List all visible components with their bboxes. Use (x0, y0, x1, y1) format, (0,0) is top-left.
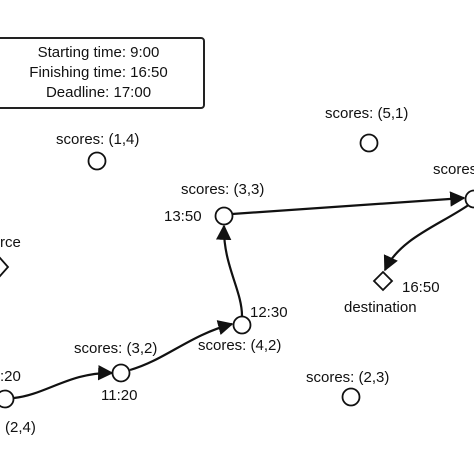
node-start (0, 389, 15, 409)
label-source-partial: rce (0, 234, 21, 251)
label-scores-2-4-partial: (2,4) (5, 419, 36, 436)
node-right (464, 189, 474, 209)
label-scores-2-3: scores: (2,3) (306, 369, 390, 386)
route-edge-right-to-destination (383, 203, 471, 272)
label-time-1650: 16:50 (402, 279, 440, 296)
node-2-3 (341, 387, 361, 407)
route-edge-4-2-to-3-3 (215, 224, 244, 317)
destination-diamond (372, 270, 394, 292)
route-edge-start-to-3-2 (13, 364, 114, 400)
label-scores-1-4: scores: (1,4) (56, 131, 140, 148)
node-5-1 (359, 133, 379, 153)
route-edge-3-2-to-4-2 (129, 320, 234, 372)
label-time-1230: 12:30 (250, 304, 288, 321)
label-scores-3-3: scores: (3,3) (181, 181, 265, 198)
label-scores-3-2: scores: (3,2) (74, 340, 158, 357)
schedule-info-box: Starting time: 9:00 Finishing time: 16:5… (0, 37, 205, 109)
node-3-3 (214, 206, 234, 226)
route-edge-3-3-to-right (231, 191, 466, 216)
node-4-2 (232, 315, 252, 335)
label-time-1120: 11:20 (101, 387, 138, 404)
node-1-4 (87, 151, 107, 171)
label-time-1350: 13:50 (164, 208, 202, 225)
finishing-time-text: Finishing time: 16:50 (29, 64, 168, 81)
label-scores-right: scores (433, 161, 474, 178)
deadline-text: Deadline: 17:00 (45, 84, 152, 101)
label-time-partial-20: :20 (0, 368, 21, 385)
label-destination: destination (344, 299, 417, 316)
starting-time-text: Starting time: 9:00 (37, 44, 160, 61)
label-scores-4-2: scores: (4,2) (198, 337, 282, 354)
source-diamond (0, 256, 10, 278)
node-3-2 (111, 363, 131, 383)
label-scores-5-1: scores: (5,1) (325, 105, 409, 122)
